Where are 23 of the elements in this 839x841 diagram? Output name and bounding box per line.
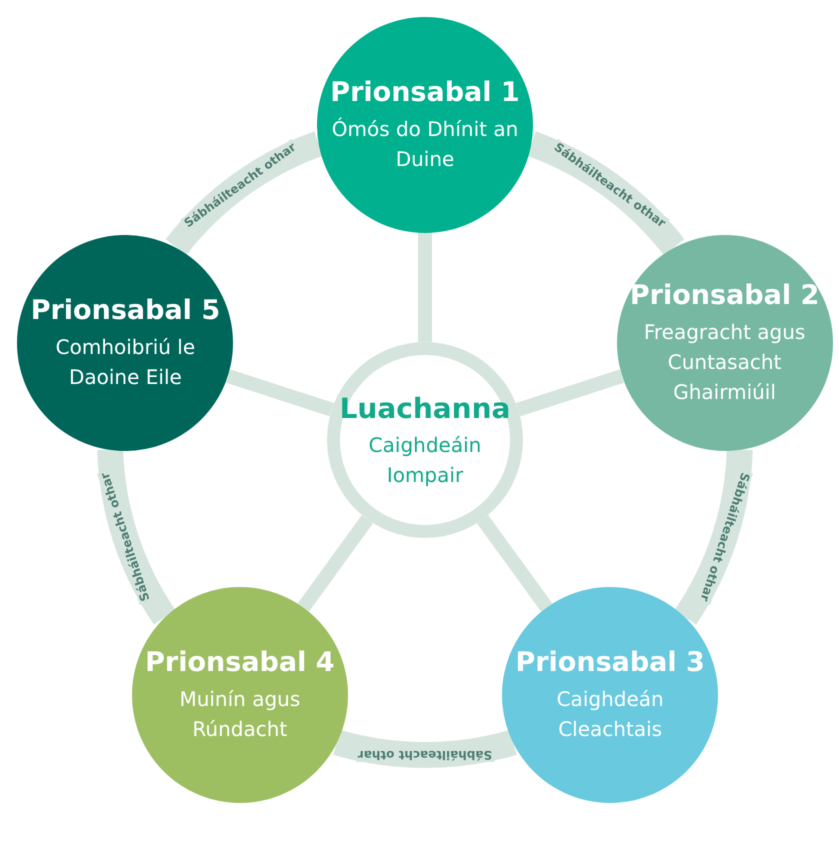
circle-heading: Prionsabal 4 [145,646,335,680]
ring-connector [526,132,684,256]
circle-heading: Prionsabal 1 [330,76,520,110]
ring-connector [334,730,516,768]
circle-text: Freagracht agus Cuntasacht Ghairmiúil [642,318,806,406]
circle-heading: Prionsabal 5 [30,294,220,328]
spoke-connector [418,233,432,342]
circle-text: Caighdeán Cleachtais [556,686,665,743]
circle-heading: Prionsabal 3 [515,646,705,680]
edge-label: Sábháilteacht othar [356,748,494,762]
circle-text: Caighdeáin Iompair [368,432,482,488]
spoke-connector [516,369,624,416]
ring-connector [166,132,324,256]
spoke-connector [476,515,552,612]
circle-text: Ómós do Dhínit an Duine [331,116,519,173]
circle-text: Muinín agus Rúndacht [178,686,302,743]
ring-connector [97,448,176,624]
circle-heading: Prionsabal 2 [630,278,820,313]
circle-text: Comhoibriú le Daoine Eile [54,334,196,391]
spoke-connector [298,515,374,612]
spoke-connector [226,369,334,416]
ring-connector [674,448,753,624]
circle-heading: Luachanna [340,390,510,426]
